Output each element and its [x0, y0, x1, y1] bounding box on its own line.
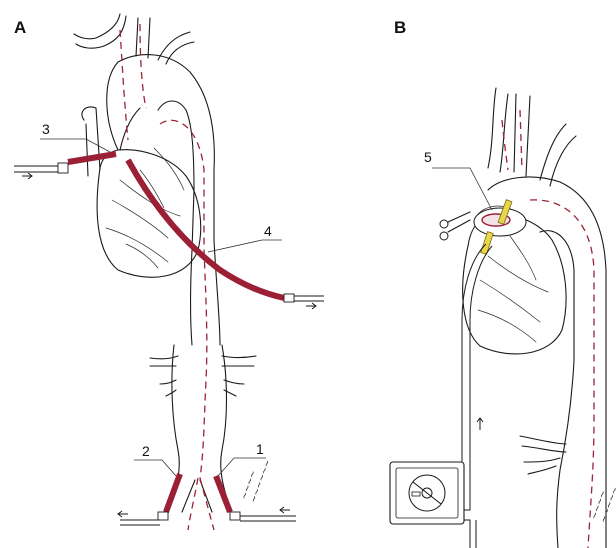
panel-a-letter: A: [14, 18, 26, 37]
label-4: 4: [264, 223, 272, 239]
panel-a-heart: [82, 107, 201, 277]
signature-mark-b: ~~~~ ~~~~~: [589, 482, 616, 524]
cannula-4: [128, 160, 324, 309]
arrow-up-icon: [477, 418, 483, 430]
label-3: 3: [42, 121, 50, 137]
panel-b-letter: B: [394, 18, 406, 37]
panel-a: A: [14, 14, 324, 530]
roller-pump-icon: [390, 462, 464, 524]
arrow-in-icon: [280, 507, 290, 513]
panel-b: B: [390, 18, 616, 548]
arrow-out-icon: [118, 511, 128, 517]
label-1: 1: [256, 441, 264, 457]
label-2: 2: [142, 443, 150, 459]
panel-b-arch-branches: [488, 88, 576, 186]
arrow-in-icon: [22, 173, 32, 179]
panel-b-heart: [463, 214, 566, 354]
arrow-out-icon: [306, 303, 316, 309]
signature-mark: ~~~~ ~~~~~~: [239, 455, 273, 504]
cannula-2: [118, 474, 180, 525]
label-5: 5: [424, 149, 432, 165]
